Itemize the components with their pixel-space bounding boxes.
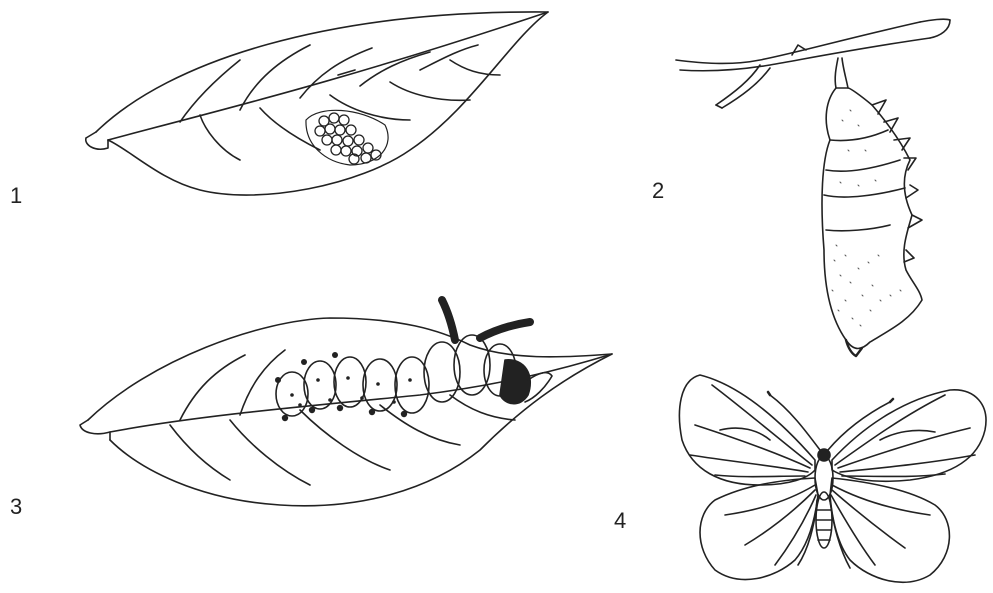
caterpillar-icon <box>275 300 530 421</box>
caterpillar-on-leaf-icon <box>80 300 612 506</box>
butterfly-icon <box>679 375 986 582</box>
stage-label-egg: 1 <box>10 185 22 207</box>
stage-label-caterpillar: 3 <box>10 496 22 518</box>
chrysalis-on-twig-icon <box>676 19 950 356</box>
leaf-with-eggs-icon <box>86 12 548 195</box>
stage-label-butterfly: 4 <box>614 510 626 532</box>
stage-label-chrysalis: 2 <box>652 180 664 202</box>
